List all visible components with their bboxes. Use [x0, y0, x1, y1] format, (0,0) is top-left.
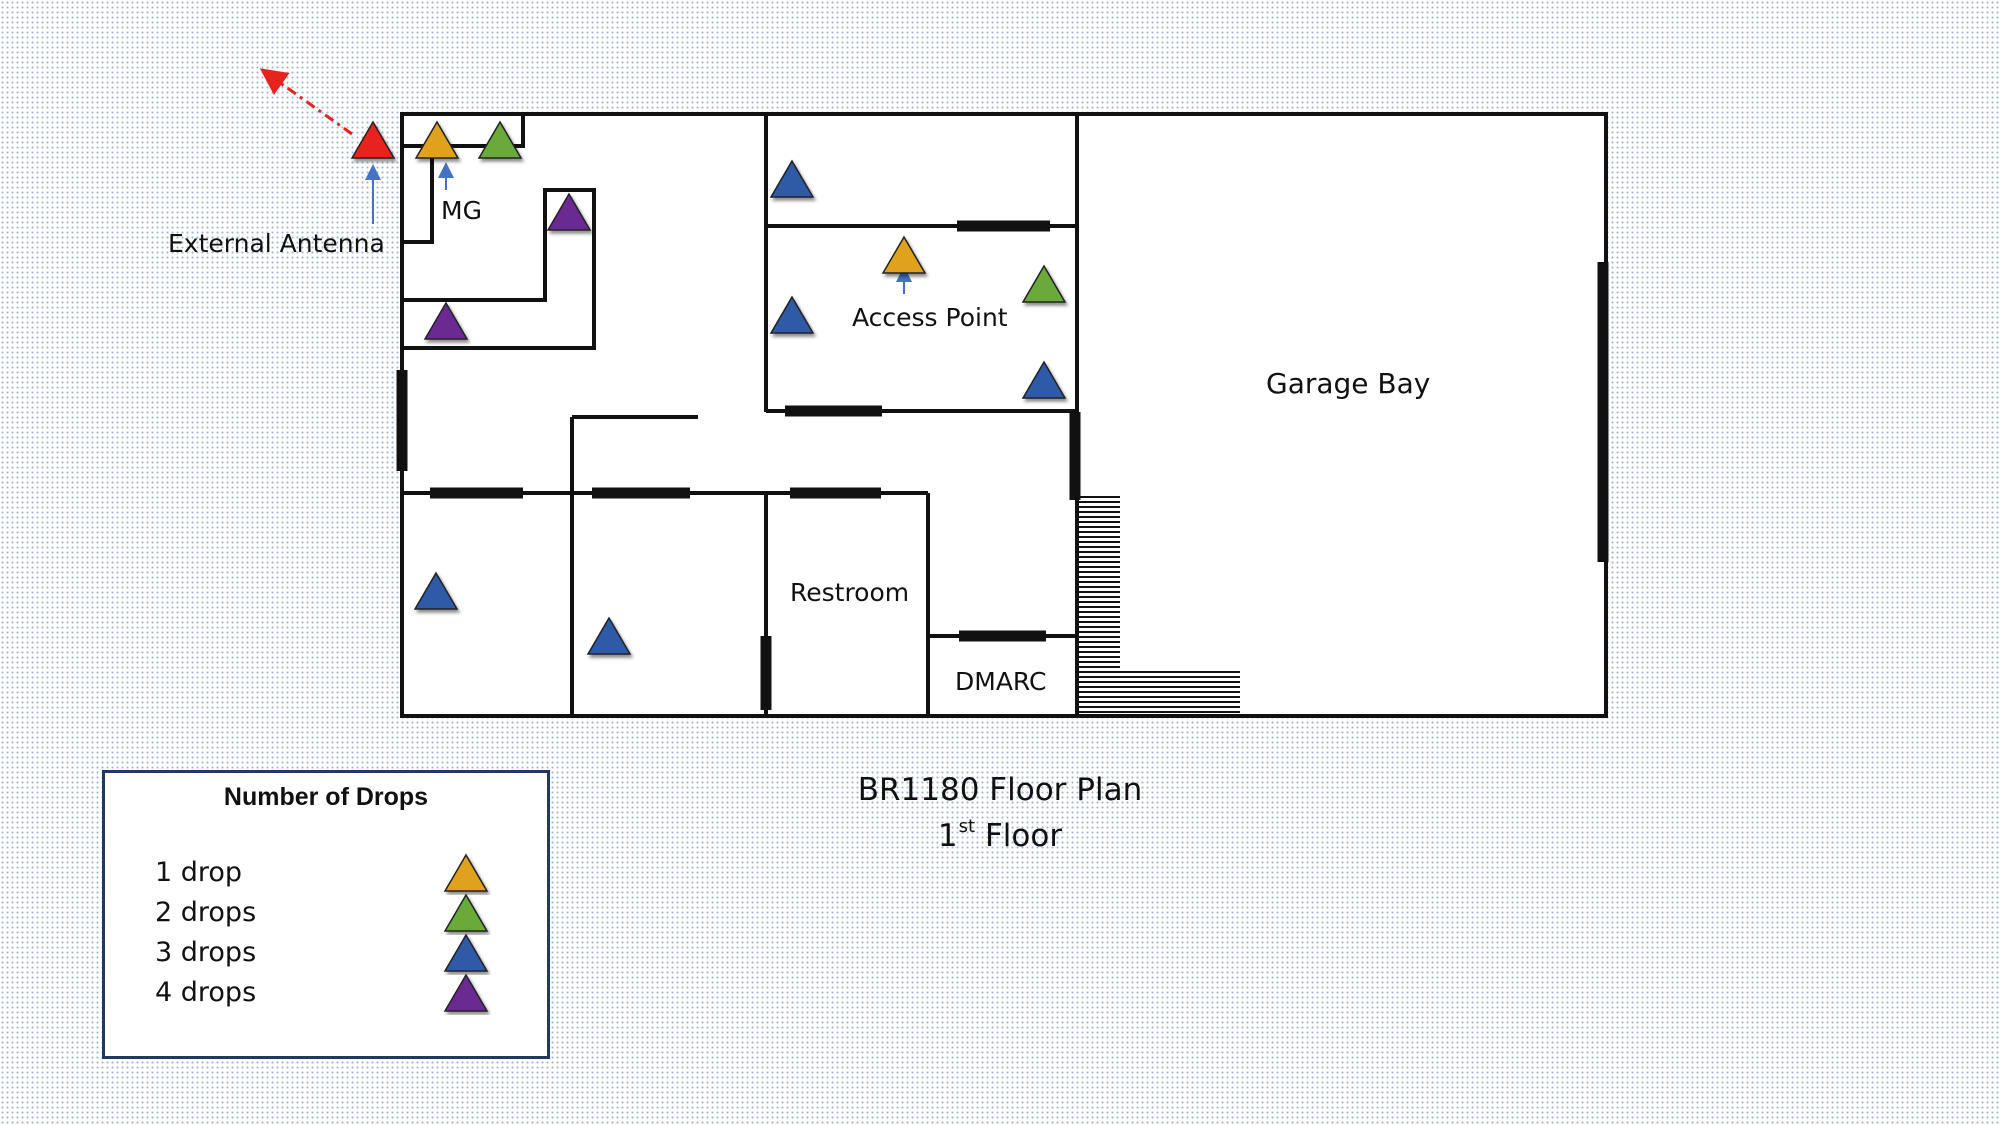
- legend-item-3-drops: 3 drops: [155, 933, 515, 975]
- doors: [396, 220, 1609, 710]
- legend-item-label: 1 drop: [155, 857, 243, 888]
- blue-triangle-icon: [413, 571, 459, 610]
- building-walls: [400, 112, 1608, 718]
- legend-item-1-drop: 1 drop: [155, 853, 515, 895]
- external-antenna-label: External Antenna: [168, 229, 385, 258]
- garage-bay-label: Garage Bay: [1266, 367, 1430, 400]
- access-point-label: Access Point: [852, 303, 1008, 332]
- drop-markers: [350, 120, 1067, 655]
- floor-ordinal-suffix: st: [958, 816, 976, 837]
- dmarc-label: DMARC: [955, 667, 1047, 696]
- legend-item-label: 3 drops: [155, 937, 257, 968]
- antenna-direction-arrow: [259, 68, 353, 136]
- red-triangle-icon: [350, 120, 396, 159]
- stairs: [1079, 496, 1240, 713]
- blue-triangle-icon: [769, 159, 815, 198]
- blue-triangle-icon: [443, 933, 489, 972]
- legend: Number of Drops 1 drop 2 drops 3 drops 4…: [102, 770, 550, 1059]
- blue-triangle-icon: [769, 295, 815, 334]
- blue-triangle-icon: [586, 616, 632, 655]
- legend-item-2-drops: 2 drops: [155, 893, 515, 935]
- green-triangle-icon: [1021, 264, 1067, 303]
- floor-number: 1: [937, 818, 958, 854]
- floor-plan-title-line1: BR1180 Floor Plan: [857, 772, 1143, 808]
- office-nw-wall: [402, 188, 596, 350]
- purple-triangle-icon: [423, 301, 469, 340]
- purple-triangle-icon: [546, 192, 592, 231]
- green-triangle-icon: [477, 120, 523, 159]
- annotation-arrows: [259, 68, 912, 294]
- purple-triangle-icon: [443, 973, 489, 1012]
- restroom-label: Restroom: [790, 578, 909, 607]
- legend-item-label: 2 drops: [155, 897, 257, 928]
- orange-triangle-icon: [443, 853, 489, 892]
- blue-triangle-icon: [1021, 360, 1067, 399]
- green-triangle-icon: [443, 893, 489, 932]
- floor-plan-title: BR1180 Floor Plan: [800, 772, 1200, 808]
- mg-closet-wall: [402, 146, 434, 244]
- legend-item-4-drops: 4 drops: [155, 973, 515, 1015]
- floor-plan-subtitle: 1st Floor: [800, 816, 1200, 854]
- floor-word: Floor: [975, 818, 1063, 854]
- legend-title: Number of Drops: [223, 783, 429, 811]
- mg-label: MG: [441, 196, 482, 225]
- orange-triangle-icon: [414, 120, 460, 159]
- legend-item-label: 4 drops: [155, 977, 257, 1008]
- orange-triangle-icon: [881, 235, 927, 274]
